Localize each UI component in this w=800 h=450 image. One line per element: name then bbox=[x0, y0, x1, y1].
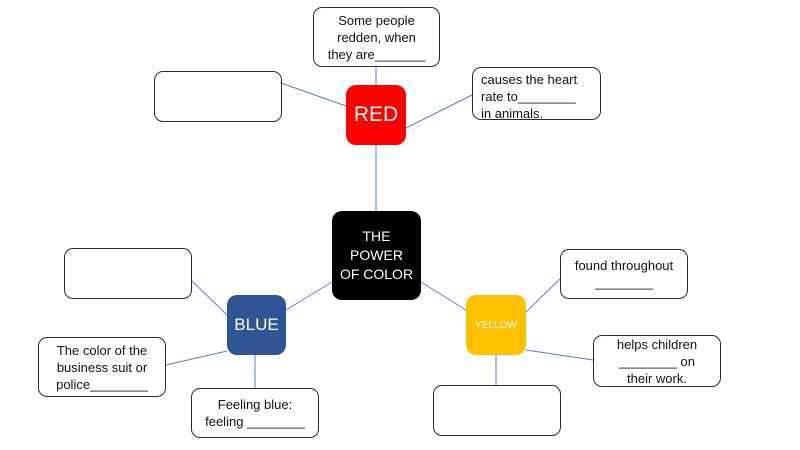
center-hub: THE POWER OF COLOR bbox=[332, 211, 421, 300]
note-blue-left-bottom: The color of the business suit or police… bbox=[38, 337, 166, 397]
note-yellow-top: found throughout ________ bbox=[560, 249, 688, 299]
blue-hub-label: BLUE bbox=[234, 315, 279, 334]
note-red-right: causes the heart rate to________ in anim… bbox=[472, 67, 601, 121]
link-blue-left-bottom bbox=[165, 350, 228, 366]
link-center-blue bbox=[285, 281, 333, 311]
note-blue-left-top bbox=[64, 248, 192, 299]
note-red-right-text: causes the heart rate to________ in anim… bbox=[481, 72, 578, 121]
note-blue-bottom: Feeling blue: feeling ________ bbox=[191, 388, 319, 438]
note-yellow-right-text: helps children ________ on their work. bbox=[616, 336, 698, 386]
note-red-left bbox=[154, 71, 282, 122]
note-yellow-right: helps children ________ on their work. bbox=[593, 335, 721, 387]
note-blue-left-bottom-text: The color of the business suit or police… bbox=[56, 342, 148, 392]
center-hub-label: THE POWER OF COLOR bbox=[339, 228, 414, 282]
link-red-left bbox=[280, 82, 347, 107]
note-red-top: Some people redden, when they are_______ bbox=[313, 7, 440, 67]
yellow-hub: YELLOW bbox=[466, 295, 526, 355]
link-red-right bbox=[405, 94, 473, 129]
link-yellow-top bbox=[523, 277, 562, 315]
link-blue-left-top bbox=[190, 279, 228, 316]
red-hub: RED bbox=[346, 85, 406, 145]
link-yellow-right bbox=[525, 349, 594, 361]
blue-hub: BLUE bbox=[227, 295, 286, 355]
note-blue-bottom-text: Feeling blue: feeling ________ bbox=[205, 397, 305, 429]
red-hub-label: RED bbox=[353, 103, 399, 126]
note-yellow-bottom bbox=[433, 385, 561, 436]
note-red-top-text: Some people redden, when they are_______ bbox=[327, 12, 426, 62]
link-center-yellow bbox=[420, 281, 467, 311]
yellow-hub-label: YELLOW bbox=[475, 319, 517, 331]
note-yellow-top-text: found throughout ________ bbox=[574, 258, 674, 290]
